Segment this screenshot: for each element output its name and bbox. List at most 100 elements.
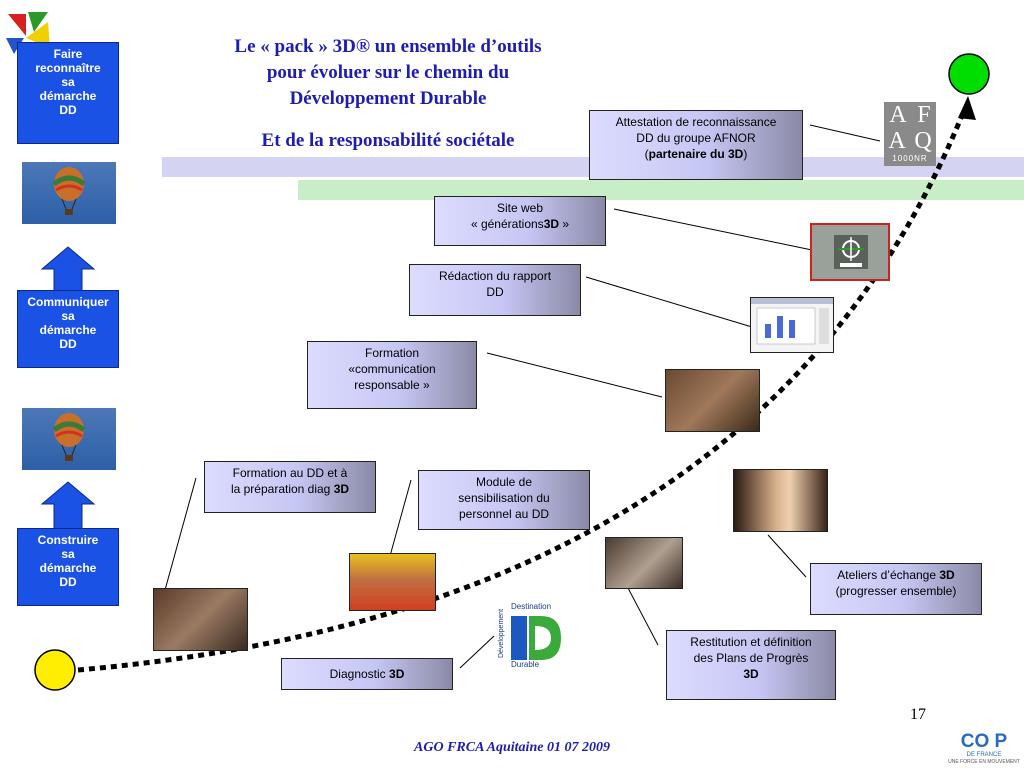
- step-text: Rédaction du rapport: [438, 269, 552, 283]
- step-module-sensibilisation: Module de sensibilisation du personnel a…: [418, 470, 590, 530]
- step-text-bold: 3D: [939, 568, 955, 582]
- target-icon: [834, 235, 868, 269]
- box-text-line: reconnaître: [35, 61, 101, 75]
- start-circle: [34, 649, 76, 691]
- box-text-line: sa: [61, 309, 75, 323]
- step-text: Attestation de reconnaissance: [615, 115, 777, 129]
- hot-air-balloon-icon: [52, 167, 86, 215]
- report-document-image: [750, 297, 834, 353]
- step-text-part: ): [743, 147, 748, 161]
- connector-line: [585, 276, 753, 328]
- step-text: (partenaire du 3D): [594, 146, 798, 162]
- coop-logo-tagline: UNE FORCE EN MOUVEMENT: [948, 759, 1020, 765]
- step-text: Ateliers d’échange 3D: [815, 567, 977, 583]
- step-text-bold: 3D: [389, 667, 405, 681]
- title-line-3: Développement Durable: [289, 88, 487, 109]
- step-text: des Plans de Progrès: [693, 651, 809, 665]
- step-text: (progresser ensemble): [835, 584, 957, 598]
- box-text-line: Faire: [53, 47, 83, 61]
- balloon-photo-bottom: [22, 408, 116, 470]
- step-rapport: Rédaction du rapport DD: [409, 264, 581, 316]
- coop-de-france-logo: CO P DE FRANCE UNE FORCE EN MOUVEMENT: [946, 732, 1022, 766]
- bar-chart-document-icon: [751, 298, 833, 345]
- end-circle: [948, 53, 990, 95]
- box-text-line: démarche: [39, 89, 97, 103]
- 3d-logo-icon: [511, 616, 561, 660]
- woman-headset-photo: [733, 469, 828, 532]
- box-text-line: sa: [61, 75, 75, 89]
- afaq-logo: A F A Q 1000NR: [884, 102, 936, 166]
- logo-destination-text: Destination: [511, 602, 552, 611]
- step-text: DD: [486, 285, 504, 299]
- step-site-web: Site web « générations3D »: [434, 196, 606, 246]
- step-text: Module de: [475, 475, 533, 489]
- worker-hardhat-photo: [349, 553, 436, 611]
- connector-line: [486, 352, 663, 398]
- title-line-1: Le « pack » 3D® un ensemble d’outils: [234, 36, 542, 57]
- box-text-line: Construire: [37, 533, 99, 547]
- afaq-letter: Q: [914, 128, 932, 154]
- hot-air-balloon-icon: [52, 413, 86, 461]
- step-text: personnel au DD: [458, 507, 550, 521]
- afaq-letter: F: [917, 102, 931, 128]
- step-text-bold: 3D: [743, 667, 759, 681]
- documents-meeting-photo: [605, 537, 683, 589]
- step-text: Site web: [496, 201, 544, 215]
- box-text-line: démarche: [39, 561, 97, 575]
- connector-line: [389, 479, 412, 557]
- step-formation-dd: Formation au DD et à la préparation diag…: [204, 461, 376, 513]
- step-text-part: Ateliers d’échange: [837, 568, 940, 582]
- coop-logo-sub: DE FRANCE: [966, 752, 1002, 758]
- step-text-part: Diagnostic: [329, 667, 390, 681]
- path-arrowhead: [958, 96, 976, 120]
- step-text: « générations3D »: [439, 216, 601, 232]
- box-communiquer: Communiquer sa démarche DD: [17, 290, 119, 368]
- step-attestation: Attestation de reconnaissance DD du grou…: [589, 110, 803, 180]
- box-text-line: DD: [59, 103, 77, 117]
- coop-logo-name: CO P: [960, 731, 1008, 752]
- box-text-line: Communiquer: [27, 295, 109, 309]
- connector-line: [459, 635, 495, 669]
- step-text: 3D: [671, 666, 831, 682]
- step-text: Restitution et définition: [690, 635, 812, 649]
- step-text-part: la préparation diag: [230, 482, 334, 496]
- step-text-part: (: [644, 147, 649, 161]
- meeting-photo-formation: [665, 369, 760, 432]
- box-text-line: sa: [61, 547, 75, 561]
- step-text: DD du groupe AFNOR: [636, 131, 756, 145]
- box-text-line: DD: [59, 337, 77, 351]
- step-text: la préparation diag 3D: [209, 481, 371, 497]
- step-text: Formation: [364, 346, 420, 360]
- connector-line: [613, 208, 813, 251]
- step-text-bold: 3D: [333, 482, 350, 496]
- step-text: sensibilisation du: [458, 491, 550, 505]
- afaq-letter: A: [888, 128, 906, 154]
- afaq-letter: A: [889, 102, 907, 128]
- step-text: responsable »: [354, 378, 430, 392]
- step-text-bold: partenaire du 3D: [648, 147, 744, 161]
- slide-subtitle: Et de la responsabilité sociétale: [261, 130, 515, 151]
- box-text-line: DD: [59, 575, 77, 589]
- connector-line: [767, 534, 807, 578]
- green-band: [298, 180, 1024, 200]
- connector-line: [809, 124, 881, 142]
- title-line-2: pour évoluer sur le chemin du: [266, 62, 510, 83]
- meeting-photo-construire: [153, 588, 248, 651]
- step-text-part: »: [559, 217, 570, 231]
- connector-line: [627, 587, 659, 646]
- footer-text: AGO FRCA Aquitaine 01 07 2009: [414, 740, 610, 755]
- step-diagnostic: Diagnostic 3D: [281, 658, 453, 690]
- logo-durable-text: Durable: [511, 660, 540, 669]
- box-construire: Construire sa démarche DD: [17, 528, 119, 606]
- step-formation-communication: Formation «communication responsable »: [307, 341, 477, 409]
- box-text-line: démarche: [39, 323, 97, 337]
- destination-dd-logo: Destination Développement Durable: [498, 602, 565, 672]
- website-screenshot-image: [810, 223, 890, 281]
- step-text-part: « générations: [470, 217, 544, 231]
- step-text-bold: 3D: [543, 217, 560, 231]
- slide-title: Le « pack » 3D® un ensemble d’outils pou…: [168, 34, 608, 112]
- step-text: Formation au DD et à: [232, 466, 348, 480]
- step-text: «communication: [348, 362, 436, 376]
- step-ateliers: Ateliers d’échange 3D (progresser ensemb…: [810, 563, 982, 615]
- balloon-photo-top: [22, 162, 116, 224]
